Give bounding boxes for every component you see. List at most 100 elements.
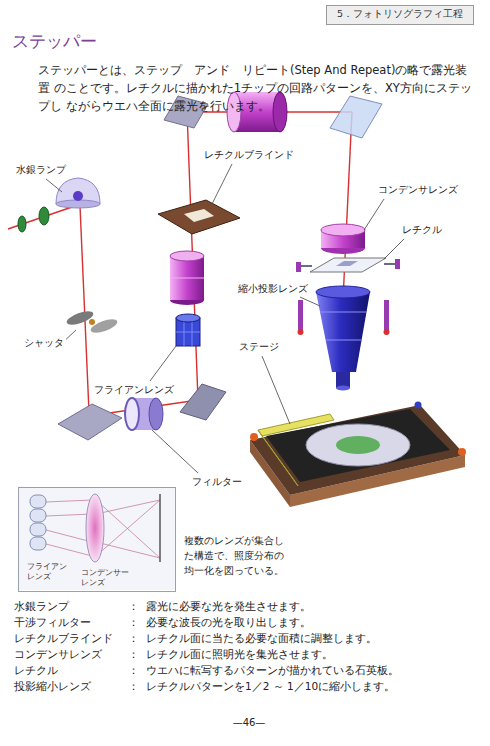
beam-segment — [80, 206, 89, 412]
table-colon: ： — [128, 600, 139, 614]
stage-base — [250, 405, 465, 495]
projection-lens-top — [316, 286, 370, 298]
lamp-dome — [56, 178, 100, 204]
table-colon: ： — [128, 632, 139, 646]
column-support — [384, 300, 389, 330]
reticle-pattern — [336, 261, 358, 266]
shutter-blade — [65, 309, 95, 328]
green-lens — [18, 216, 26, 232]
part-label: 縮小投影レンズ — [236, 282, 310, 295]
ray — [96, 500, 160, 558]
blind-window — [184, 209, 214, 222]
table-term: 水銀ランプ — [14, 600, 69, 614]
leader-line — [212, 164, 232, 204]
reticle-arm — [300, 265, 312, 267]
shutter-hub — [89, 319, 95, 325]
table-term: コンデンサレンズ — [14, 648, 102, 662]
lens-label: フライアン レンズ — [27, 562, 71, 582]
light-beam — [8, 112, 352, 416]
lens-cylinder — [170, 256, 204, 300]
leader-line — [364, 199, 384, 230]
support-cap — [384, 329, 390, 335]
shutter-blade — [89, 317, 119, 336]
leader-line — [46, 179, 62, 192]
table-description: レチクル面に当たる必要な面積に調整します。 — [146, 632, 377, 646]
fly-eye-grid — [176, 332, 200, 333]
lens-cylinder — [170, 251, 204, 261]
leader-line — [150, 346, 176, 381]
inset-ground — [18, 487, 176, 590]
lens-label: コンデンサー レンズ — [81, 568, 133, 588]
fly-eye-element — [30, 495, 46, 508]
part-label: ステージ — [237, 340, 281, 353]
stage-platform — [266, 409, 450, 482]
page-number: —46— — [4, 716, 490, 729]
projection-lens-tip — [336, 386, 350, 391]
wafer — [306, 424, 410, 466]
mirror — [58, 404, 122, 440]
ray — [96, 500, 160, 514]
table-description: ウエハに転写するパターンが描かれている石英板。 — [146, 664, 399, 678]
inset-figure-box: フライアン レンズコンデンサー レンズ — [18, 487, 176, 592]
lens-band — [320, 312, 366, 313]
reticle-blind — [158, 200, 240, 234]
intro-text: ステッパーとは、ステップ アンド リピート(Step And Repeat)の略… — [38, 62, 472, 115]
part-label: シャッタ — [22, 336, 66, 349]
ray — [46, 500, 92, 502]
reticle-arm — [384, 263, 396, 265]
lamp-rim — [56, 200, 100, 208]
part-label: コンデンサレンズ — [376, 183, 460, 196]
table-term: レチクルブラインド — [14, 632, 113, 646]
reticle-stand — [395, 259, 400, 269]
table-description: レチクル面に照明光を集光させます。 — [146, 648, 333, 662]
stage-knob — [415, 402, 422, 409]
lens-band — [326, 340, 361, 341]
condenser-element — [86, 494, 104, 562]
table-colon: ： — [128, 680, 139, 694]
leader-line — [262, 356, 290, 424]
leader-line — [384, 239, 404, 259]
inset-note: 複数のレンズが集合し た構造で、照度分布の 均一化を図っている。 — [184, 533, 288, 578]
table-term: レチクル — [14, 664, 58, 678]
ray — [46, 544, 92, 556]
leader-line — [300, 297, 320, 306]
stage-rail — [258, 430, 298, 486]
section-header: 5．フォトリソグラフィ工程 — [337, 8, 463, 21]
table-colon: ： — [128, 616, 139, 630]
lens-cylinder — [170, 278, 204, 279]
fly-eye-element — [30, 537, 46, 550]
condenser-lens — [321, 224, 365, 236]
fly-eye-element — [30, 523, 46, 536]
part-label: レチクルブラインド — [202, 148, 296, 161]
table-description: 露光に必要な光を発生させます。 — [146, 600, 311, 614]
image-plane — [159, 494, 161, 562]
stage-knob — [250, 433, 258, 441]
fly-eye-top — [176, 314, 200, 322]
ray — [46, 514, 92, 516]
fly-eye-element — [30, 509, 46, 522]
wafer-exposure — [336, 436, 380, 454]
filter-end — [149, 398, 163, 430]
table-colon: ： — [128, 648, 139, 662]
filter-end — [125, 398, 139, 430]
table-description: 必要な波長の光を取り出します。 — [146, 616, 311, 630]
section-header-box: 5．フォトリソグラフィ工程 — [326, 5, 474, 25]
table-description: レチクルパターンを1／2 ～ 1／10に縮小します。 — [146, 680, 395, 694]
table-term: 投影縮小レンズ — [14, 680, 91, 694]
mirror — [330, 96, 382, 138]
projection-lens — [316, 292, 370, 372]
reticle-stand — [296, 262, 301, 272]
reticle — [310, 258, 386, 272]
page-title: ステッパー — [12, 30, 97, 52]
ray — [46, 530, 92, 542]
lamp-bulb — [73, 191, 83, 201]
relay-lens — [273, 92, 287, 132]
part-label: レチクル — [400, 223, 444, 236]
stage-knob — [458, 448, 466, 456]
table-colon: ： — [128, 664, 139, 678]
ray — [96, 500, 160, 556]
leader-lines — [46, 164, 404, 473]
part-label: フライアンレンズ — [92, 383, 176, 396]
green-lens — [39, 207, 49, 225]
